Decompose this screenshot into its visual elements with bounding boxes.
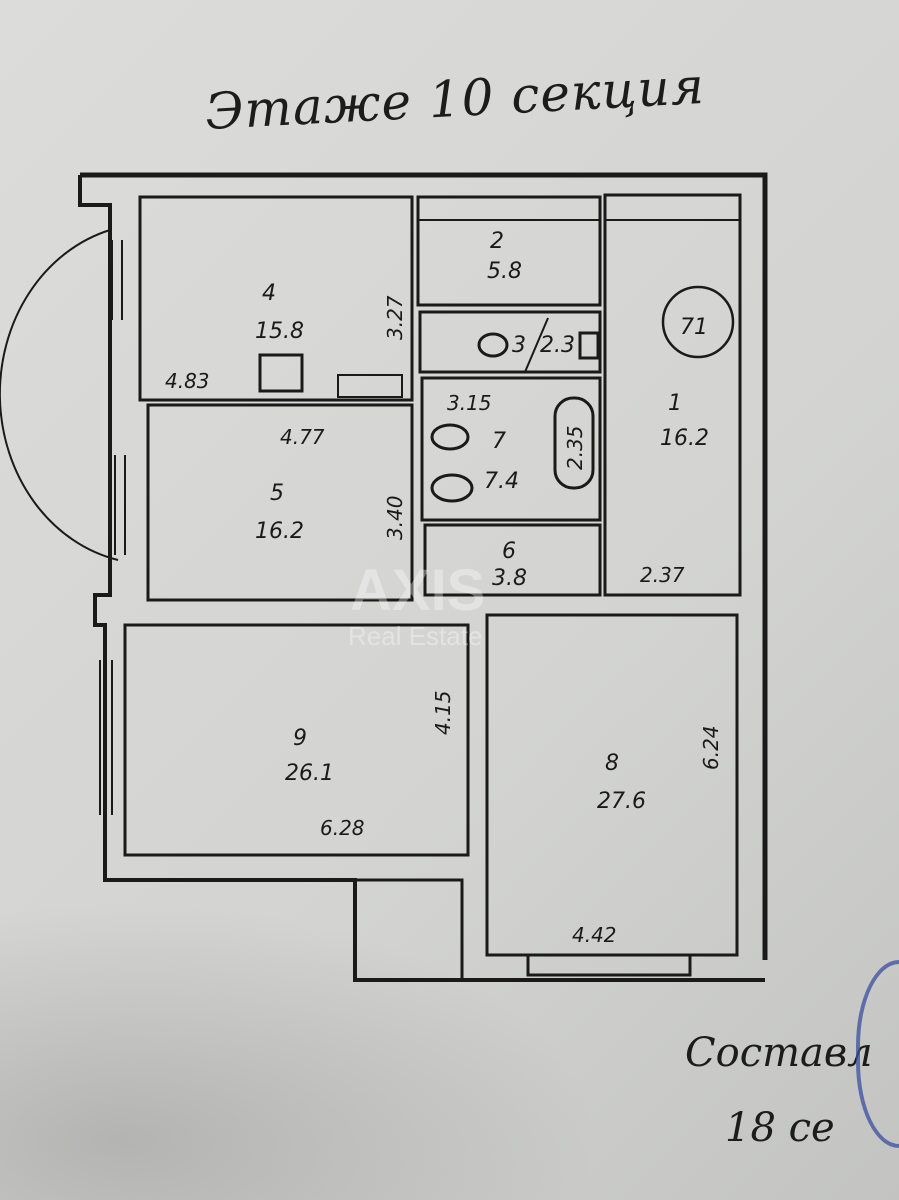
room-9-width-label: 6.28	[320, 816, 365, 840]
walls	[0, 172, 768, 982]
room-4-height-label: 3.27	[383, 295, 407, 340]
handwritten-note-line2: 18 се	[725, 1105, 835, 1151]
room-5-height-label: 3.40	[383, 495, 407, 540]
room-4-width-label: 4.83	[165, 369, 210, 393]
room-9-height-label: 4.15	[431, 690, 455, 735]
room-labels: 4 15.8 2 5.8 3 2.3 7 7.4 6 3.8 1 16.2 5 …	[255, 229, 709, 814]
room-4-area: 15.8	[255, 319, 304, 344]
room-8-height-label: 6.24	[699, 725, 723, 770]
handwritten-note-line1: Составл	[685, 1030, 873, 1076]
bath-length-label: 2.35	[563, 425, 587, 470]
room-5-area: 16.2	[255, 519, 304, 544]
room-4-id: 4	[262, 281, 276, 306]
dimension-labels: 4.83 3.27 4.77 3.40 3.15 2.35 2.37 6.28 …	[165, 295, 723, 947]
photo-shadow	[0, 900, 600, 1200]
room-7-area: 7.4	[484, 469, 519, 494]
room-3-area: 2.3	[540, 333, 575, 358]
apartment-number-circle	[661, 285, 735, 359]
room-6-id: 6	[502, 539, 516, 564]
room-5-id: 5	[270, 481, 284, 506]
watermark-subtitle: Real Estate	[348, 621, 482, 651]
room-3-id: 3	[512, 333, 526, 358]
room-8-area: 27.6	[597, 789, 646, 814]
room-1-area: 16.2	[660, 426, 709, 451]
room-8-id: 8	[605, 751, 619, 776]
room-2-area: 5.8	[487, 259, 522, 284]
room-9-id: 9	[293, 726, 307, 751]
room-9-area: 26.1	[285, 761, 334, 786]
room-8-width-label: 4.42	[572, 923, 617, 947]
room-1-width-label: 2.37	[640, 563, 685, 587]
watermark-logo: AXIS	[350, 558, 485, 623]
room-7-width-label: 3.15	[447, 391, 492, 415]
room-1-id: 1	[668, 391, 682, 416]
watermark: AXIS Real Estate	[348, 558, 485, 651]
room-5-width-label: 4.77	[280, 425, 325, 449]
room-2-id: 2	[490, 229, 504, 254]
apartment-number: 71	[680, 315, 708, 340]
room-6-area: 3.8	[492, 566, 527, 591]
room-7-id: 7	[492, 429, 506, 454]
